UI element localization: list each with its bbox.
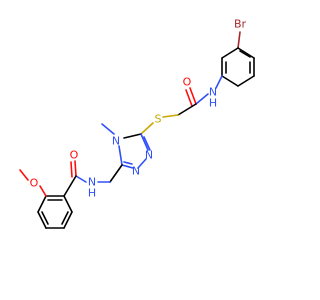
bond-s-triazole <box>140 122 154 135</box>
bond-ring1-b <box>237 47 255 59</box>
bond-co-bottom-2 <box>70 161 73 178</box>
bond-tri-n1-n2 <box>137 158 147 169</box>
bond-ring2-inner2 <box>41 211 49 225</box>
bond-tri-c5-n4 <box>123 133 142 139</box>
bond-ring2-d <box>63 211 73 229</box>
atom-br: Br <box>234 18 247 31</box>
bond-br-ring <box>237 31 241 49</box>
bond-ring2-b <box>63 195 73 213</box>
bond-c-benzene <box>63 175 77 197</box>
atom-s: S <box>155 113 162 126</box>
bond-ring2-inner3 <box>61 211 69 225</box>
atom-n-ring-2: N <box>132 165 140 178</box>
atom-labels: Br N H O S N N N N H O O <box>30 18 247 200</box>
atom-n-ring-1: N <box>145 149 153 162</box>
bond-c-ch2 <box>177 103 197 116</box>
bond-ring-o <box>39 185 47 197</box>
bond-co-bottom-1 <box>74 160 77 177</box>
bond-ring1-e <box>221 75 239 87</box>
bond-c3-ch2 <box>109 164 123 183</box>
molecule-diagram: Br N H O S N N N N H O O <box>19 18 255 229</box>
bond-nh-c2 <box>75 175 87 183</box>
bond-o-ch3 <box>19 169 29 181</box>
atom-h-bottom: H <box>88 187 96 200</box>
bond-ring2-e <box>37 211 47 229</box>
bond-ring1-inner3 <box>239 50 251 58</box>
atom-h-top: H <box>209 97 217 110</box>
atom-n-methyl: N <box>112 135 120 148</box>
atom-n-bottom: N <box>88 176 96 189</box>
bond-tri-n2-c3 <box>121 164 134 169</box>
bond-ch2-s <box>162 114 179 118</box>
atom-o-methoxy: O <box>30 177 39 190</box>
bond-ring-nh <box>215 75 223 89</box>
atom-o-top: O <box>183 76 192 89</box>
bond-tri-c3-n4 <box>118 145 123 166</box>
bond-co-top-2 <box>185 89 193 107</box>
bond-n-methyl <box>101 123 115 135</box>
bond-tri-c5-n1 <box>140 133 149 151</box>
atom-n-top: N <box>209 86 217 99</box>
bond-ring1-a <box>221 47 239 59</box>
bond-tri-n2-c3-dbl <box>123 161 133 165</box>
bond-ring2-c <box>37 195 47 213</box>
bonds <box>19 31 255 229</box>
atom-o-bottom: O <box>70 149 79 162</box>
molecule-svg: Br N H O S N N N N H O O <box>19 18 255 229</box>
bond-co-top-1 <box>189 87 197 105</box>
bond-nh-c <box>195 93 209 105</box>
bond-ring1-f <box>237 75 255 87</box>
bond-tri-c5-n1-dbl <box>143 136 151 151</box>
